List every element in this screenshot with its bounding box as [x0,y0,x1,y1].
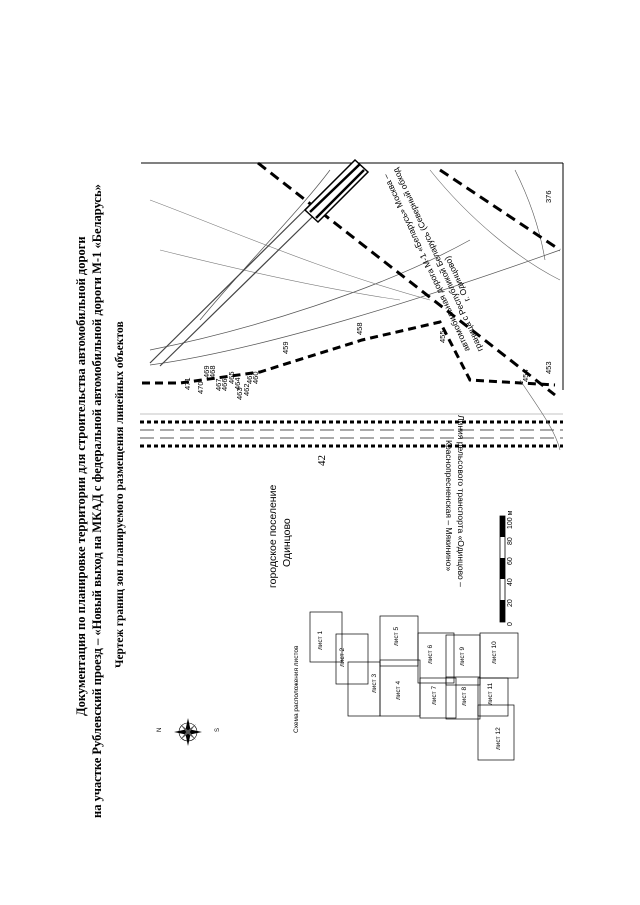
point-label-459: 459 [281,341,290,354]
point-label-460: 460 [251,371,260,384]
sheet-label-3: лист 3 [371,674,378,693]
scale-tick-60: 60 [507,557,514,565]
sheet-label-10: лист 10 [491,641,498,664]
point-label-458: 458 [355,322,364,335]
sheet-label-11: лист 11 [487,682,494,705]
point-label-469: 469 [202,365,211,378]
point-label-470: 470 [196,381,205,394]
point-label-471: 471 [183,377,192,390]
point-label-467: 467 [214,378,223,391]
sheet-label-4: лист 4 [395,681,402,700]
scale-tick-20: 20 [507,599,514,607]
settlement-label-line-1: городское поселение [267,485,279,588]
sheet-label-2: лист 2 [339,648,346,667]
point-label-376: 376 [544,190,553,203]
scale-tick-40: 40 [507,578,514,586]
road-label-line-2: граница с Республикой Беларусь (Северный… [391,166,485,353]
compass-south: S [215,728,221,732]
point-label-454: 454 [521,369,530,382]
scale-tick-0: 0 [507,622,514,626]
point-label-455: 455 [438,330,447,343]
rail-label-line-1: Линия рельсового транспорта «Одинцово – [456,415,466,587]
sheet-label-9: лист 9 [459,647,466,666]
point-label-464: 464 [233,377,242,390]
sheet-label-5: лист 5 [393,627,400,646]
sheet-label-1: лист 1 [317,631,324,650]
point-label-465: 465 [227,371,236,384]
compass-rose-icon: N S [157,718,221,746]
point-label-468: 468 [208,365,217,378]
scale-tick-80: 80 [507,537,514,545]
sheet-label-12: лист 12 [495,727,502,750]
point-label-466: 466 [220,378,229,391]
compass-north: N [157,728,163,732]
rail-label-line-2: Краснопресненская – Мякинино» [444,440,454,571]
sheet-scheme-title: Схема расположения листов [293,645,300,733]
sheet-layout-scheme: Схема расположения листов лист 1 лист 2 … [293,611,519,761]
bridge-structure [303,158,370,224]
point-label-453: 453 [544,361,553,374]
point-label-461: 461 [245,371,254,384]
sheet-label-6: лист 6 [427,645,434,664]
point-label-462: 462 [242,383,251,396]
point-label-463: 463 [235,387,244,400]
sheet-label-7: лист 7 [431,686,438,705]
sheet-label-8: лист 8 [461,687,468,706]
settlement-label-line-2: Одинцово [281,518,293,567]
scale-tick-100: 100 м [507,510,514,529]
scale-bar: 0 20 40 60 80 100 м [499,510,514,626]
